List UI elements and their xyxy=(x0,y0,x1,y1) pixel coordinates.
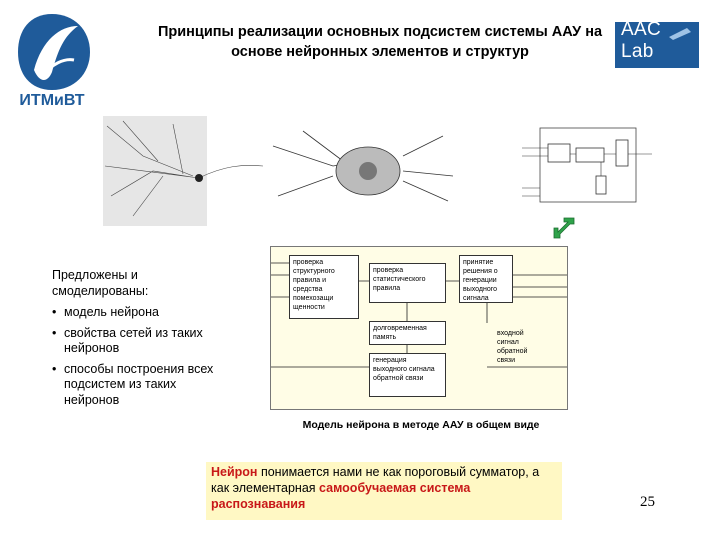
feedback-input-label: входной сигнал обратной связи xyxy=(497,330,528,364)
definition-note: Нейрон понимается нами не как пороговый … xyxy=(206,462,562,520)
neuron-illustration xyxy=(103,116,471,226)
decision-block: принятие решения о генерации выходного с… xyxy=(459,255,513,303)
list-item: модель нейрона xyxy=(52,305,222,321)
aac-lab-logo: AAC Lab xyxy=(615,19,699,68)
neuron-model-diagram: проверка структурного правила и средства… xyxy=(270,246,568,410)
hammer-icon xyxy=(669,28,691,40)
proposals-lead: Предложены и смоделированы: xyxy=(52,268,149,298)
statistical-check-block: проверка статистического правила xyxy=(369,263,446,303)
double-arrow-icon xyxy=(550,214,578,242)
aac-lab-logo-text: AAC Lab xyxy=(621,19,661,62)
double-arrow-svg xyxy=(553,217,575,239)
list-item: свойства сетей из таких нейронов xyxy=(52,326,222,357)
model-caption: Модель нейрона в методе ААУ в общем виде xyxy=(302,419,540,431)
circuit-drawing xyxy=(522,127,652,203)
page-title: Принципы реализации основных подсистем с… xyxy=(157,24,603,60)
neuron-drawing xyxy=(103,116,454,226)
circuit-illustration xyxy=(512,118,662,214)
structural-check-block: проверка структурного правила и средства… xyxy=(289,255,359,319)
proposals-items: модель нейрона свойства сетей из таких н… xyxy=(52,305,222,408)
long-term-memory-block: долговременная память xyxy=(369,321,446,345)
itmivt-logo: ИТМиВТ xyxy=(12,10,92,110)
note-highlight-start: Нейрон xyxy=(211,465,258,479)
proposals-list: Предложены и смоделированы: модель нейро… xyxy=(52,268,222,413)
page-number: 25 xyxy=(640,494,655,510)
model-connectors xyxy=(271,262,567,368)
note-highlight-end: самообучаемая система распознавания xyxy=(211,481,471,511)
list-item: способы построения всех подсистем из так… xyxy=(52,362,222,409)
itmivt-logo-text: ИТМиВТ xyxy=(19,92,85,109)
note-text-mid: понимается нами не как пороговый суммато… xyxy=(211,465,540,495)
feedback-generation-block: генерация выходного сигнала обратной свя… xyxy=(369,353,446,397)
itmivt-logo-emblem xyxy=(18,14,90,90)
